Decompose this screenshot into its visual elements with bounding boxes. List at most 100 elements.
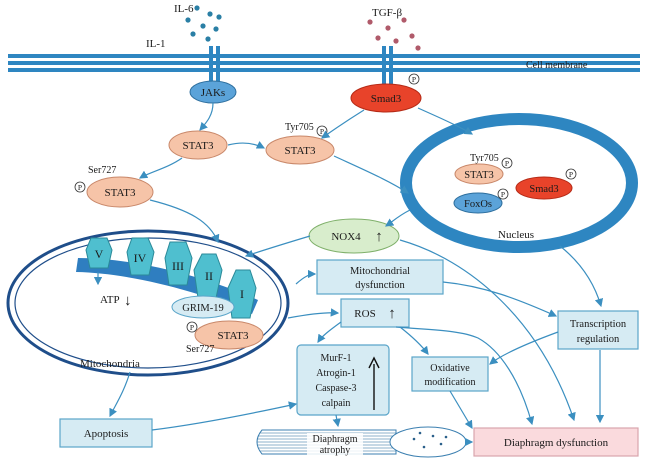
ser727-label-mito: Ser727 bbox=[186, 344, 214, 355]
pathway-arrows bbox=[109, 102, 605, 447]
stat3-nucleus-phospho: P bbox=[501, 157, 513, 169]
murf-to-atrophy-arrow bbox=[332, 414, 341, 428]
complex-ii: II bbox=[193, 253, 223, 299]
stat3-node-b bbox=[265, 135, 335, 165]
jaks-to-stat3-arrow bbox=[199, 102, 214, 131]
atrogin1-label: Atrogin-1 bbox=[316, 368, 355, 379]
nox4-to-diaphragm-arrow bbox=[399, 239, 576, 422]
transcription-line1: Transcription bbox=[570, 319, 627, 330]
svg-text:P: P bbox=[320, 127, 324, 136]
foxos-label: FoxOs bbox=[464, 199, 492, 210]
smad3-label: Smad3 bbox=[371, 93, 402, 105]
smad3-nucleus-node bbox=[515, 176, 573, 200]
oxidative-line2: modification bbox=[424, 377, 475, 388]
oxidative-modification-box bbox=[411, 356, 489, 392]
inner-membrane-band bbox=[76, 258, 258, 314]
nucleus-to-nox4-arrow bbox=[385, 209, 411, 227]
apoptosis-box bbox=[59, 418, 153, 448]
stat3-a-to-c-arrow bbox=[138, 157, 183, 179]
svg-text:P: P bbox=[412, 75, 416, 84]
smad3-nucleus-phospho: P bbox=[565, 168, 577, 180]
svg-text:I: I bbox=[240, 287, 244, 301]
nucleus bbox=[400, 113, 638, 253]
grim19-node bbox=[171, 295, 235, 319]
cell-membrane bbox=[8, 54, 640, 72]
smad3-phospho: P bbox=[408, 73, 420, 85]
svg-text:IV: IV bbox=[134, 251, 147, 265]
svg-text:III: III bbox=[172, 259, 184, 273]
atp-label: ATP bbox=[100, 294, 120, 306]
svg-text:II: II bbox=[205, 269, 213, 283]
mito-dysfunction-line2: dysfunction bbox=[355, 280, 405, 291]
apoptosis-label: Apoptosis bbox=[84, 428, 129, 440]
tyr705-label-a: Tyr705 bbox=[285, 122, 314, 133]
stat3-mito-node bbox=[194, 320, 264, 350]
mitochondria-label: Mitochondria bbox=[80, 358, 140, 370]
ser727-label-a: Ser727 bbox=[88, 165, 116, 176]
ros-to-diaphragm-arrow bbox=[395, 326, 535, 426]
ros-box bbox=[340, 298, 410, 328]
tgf-receptor bbox=[382, 46, 393, 86]
svg-text:P: P bbox=[501, 190, 505, 199]
svg-text:P: P bbox=[78, 183, 82, 192]
atrophy-label-backdrop bbox=[307, 433, 363, 455]
diaphragm-dysfunction-label: Diaphragm dysfunction bbox=[504, 437, 609, 449]
stat3-label-b: STAT3 bbox=[285, 145, 316, 157]
cell-membrane-label: Cell membrane bbox=[526, 60, 588, 71]
mito-dys-to-transcription-arrow bbox=[442, 281, 558, 317]
svg-text:P: P bbox=[190, 323, 194, 332]
apoptosis-to-murf-arrow bbox=[151, 401, 298, 431]
il-cytokine-dots bbox=[185, 5, 222, 42]
svg-text:P: P bbox=[569, 170, 573, 179]
murf-up-arrow bbox=[368, 356, 380, 410]
atrophy-line2: atrophy bbox=[320, 445, 351, 456]
foxos-node bbox=[453, 192, 503, 214]
murf1-label: MurF-1 bbox=[320, 353, 351, 364]
ros-label: ROS bbox=[354, 308, 375, 320]
nox4-to-mito-arrow bbox=[244, 235, 311, 258]
atrophy-line1: Diaphragm bbox=[313, 434, 358, 445]
tyr705-label-nucleus: Tyr705 bbox=[470, 153, 499, 164]
il-receptor bbox=[209, 46, 220, 84]
mito-to-mito-dys-arrow bbox=[295, 269, 317, 285]
stat3-nucleus-node bbox=[454, 163, 504, 185]
caspase3-label: Caspase-3 bbox=[315, 383, 356, 394]
stat3-b-to-nucleus-arrow bbox=[333, 155, 410, 194]
ros-to-oxidative-arrow bbox=[399, 326, 429, 355]
stat3-a-to-b-arrow bbox=[227, 141, 266, 149]
transcription-line2: regulation bbox=[577, 334, 620, 345]
mito-to-apoptosis-arrow bbox=[109, 371, 131, 418]
nucleus-label: Nucleus bbox=[498, 229, 534, 241]
il6-label: IL-6 bbox=[174, 3, 194, 15]
smad3-node bbox=[350, 83, 422, 113]
grim19-label: GRIM-19 bbox=[182, 303, 223, 314]
mito-dysfunction-line1: Mitochondrial bbox=[350, 266, 410, 277]
smad3-nucleus-label: Smad3 bbox=[529, 184, 558, 195]
stat3-label-a: STAT3 bbox=[183, 140, 214, 152]
complex-iv: IV bbox=[126, 237, 155, 276]
tgf-beta-label: TGF-β bbox=[372, 7, 402, 19]
calpain-label: calpain bbox=[322, 398, 351, 409]
stat3-c-phospho: P bbox=[74, 181, 86, 193]
stat3-b-phospho: P bbox=[316, 125, 328, 137]
tgf-beta-dots bbox=[367, 17, 421, 51]
stat3-mito-label: STAT3 bbox=[218, 330, 249, 342]
transcription-regulation-box bbox=[557, 310, 639, 350]
stat3-node-c bbox=[86, 176, 154, 208]
ros-up-arrow: ↑ bbox=[388, 306, 396, 322]
complex-v: V bbox=[85, 237, 113, 269]
smad3-to-nucleus-arrow bbox=[417, 107, 474, 135]
foxos-phospho: P bbox=[497, 188, 509, 200]
complex-iii: III bbox=[164, 241, 193, 286]
murf-atrogin-box bbox=[296, 344, 390, 416]
oxidative-to-diaphragm-arrow bbox=[449, 390, 473, 430]
complex-i: I bbox=[227, 269, 257, 319]
stat3-node-a bbox=[168, 130, 228, 160]
il1-label: IL-1 bbox=[146, 38, 166, 50]
stat3-c-to-mito-arrow bbox=[149, 199, 220, 244]
atp-down-arrow: ↓ bbox=[124, 293, 132, 309]
ros-to-murf-arrow bbox=[317, 321, 342, 343]
svg-text:V: V bbox=[95, 247, 104, 261]
svg-text:P: P bbox=[505, 159, 509, 168]
